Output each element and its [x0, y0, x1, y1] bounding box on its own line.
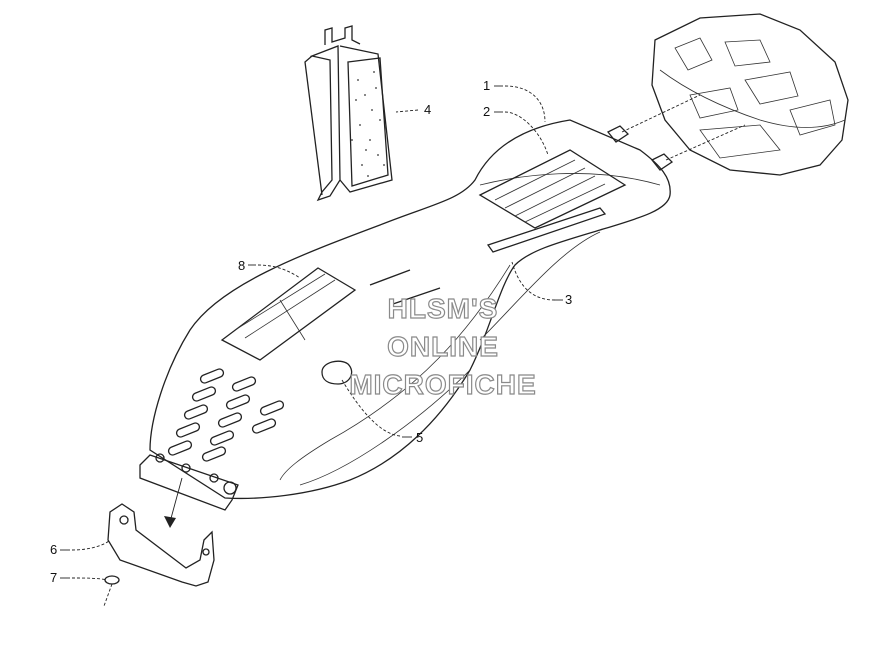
console-cover: [149, 119, 671, 500]
latch-clip: [107, 503, 215, 587]
callout-labels: 1 2 3 4 5 6 7 8: [50, 78, 572, 585]
callout-4: 4: [424, 102, 431, 117]
callout-2: 2: [483, 104, 490, 119]
plug-part: [321, 360, 353, 385]
decal-rear: [478, 149, 627, 253]
watermark-line-1: HLSM'S: [388, 293, 499, 324]
leader-lines: [71, 85, 556, 581]
callout-3: 3: [565, 292, 572, 307]
decal-front: [220, 267, 357, 361]
watermark: HLSM'S ONLINE MICROFICHE: [349, 292, 537, 400]
callout-8: 8: [238, 258, 245, 273]
rivet: [103, 575, 120, 607]
vent-slots: [167, 368, 285, 462]
watermark-line-2: ONLINE: [387, 331, 499, 362]
assembly-arrow: [164, 477, 183, 528]
hinge-bar: [139, 453, 239, 511]
callout-7: 7: [50, 570, 57, 585]
callout-6: 6: [50, 542, 57, 557]
callout-5: 5: [416, 430, 423, 445]
watermark-line-3: MICROFICHE: [349, 369, 536, 400]
foam-bracket: [304, 25, 393, 202]
engine-block: [651, 13, 849, 176]
callout-1: 1: [483, 78, 490, 93]
